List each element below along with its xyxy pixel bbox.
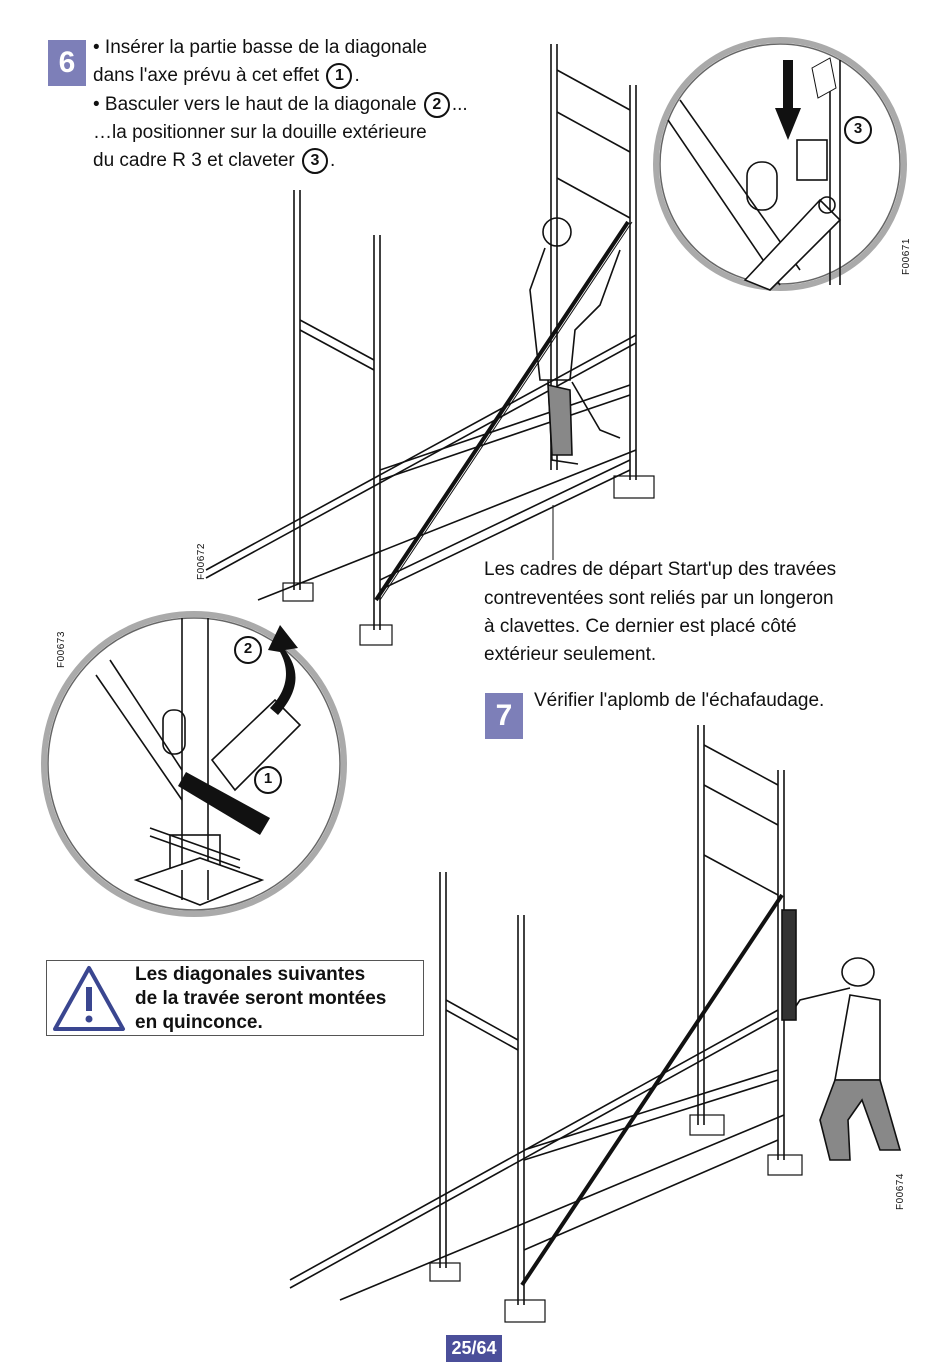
warning-text: Les diagonales suivantes de la travée se… bbox=[135, 963, 386, 1035]
detail-circle-top bbox=[653, 37, 907, 291]
detail-circle-bottom bbox=[41, 611, 347, 917]
step-7-text: Vérifier l'aplomb de l'échafaudage. bbox=[534, 690, 825, 711]
step-6-line-5-text: du cadre R 3 et claveter bbox=[93, 150, 295, 171]
note-line-4: extérieur seulement. bbox=[484, 644, 657, 665]
detail-label-1: 1 bbox=[263, 770, 273, 787]
warning-line-3: en quinconce. bbox=[135, 1012, 263, 1033]
step-6-line-4: …la positionner sur la douille extérieur… bbox=[93, 122, 427, 143]
detail-label-2: 2 bbox=[243, 640, 253, 657]
step-6-line-5: du cadre R 3 et claveter 3. bbox=[93, 147, 335, 174]
note-line-2: contreventées sont reliés par un longero… bbox=[484, 588, 834, 609]
note-line-1: Les cadres de départ Start'up des travée… bbox=[484, 559, 837, 580]
step-6-line-2: dans l'axe prévu à cet effet 1. bbox=[93, 62, 360, 89]
note-line-3: à clavettes. Ce dernier est placé côté bbox=[484, 616, 797, 637]
scaffold-main-illustration bbox=[205, 44, 655, 646]
callout-3-badge: 3 bbox=[302, 147, 328, 174]
scaffold-check-illustration bbox=[289, 725, 902, 1323]
step-6-line-2-text: dans l'axe prévu à cet effet bbox=[93, 65, 320, 86]
callout-1-badge: 1 bbox=[326, 62, 353, 89]
step-6-line-3-text: • Basculer vers le haut de la diagonale bbox=[93, 94, 417, 115]
figure-code-detail-bottom: F00673 bbox=[56, 631, 67, 668]
step-6-line-5-end: . bbox=[330, 150, 336, 171]
figure-code-main-top: F00672 bbox=[196, 543, 207, 580]
step-6-line-2-end: . bbox=[354, 65, 360, 86]
detail-label-3: 3 bbox=[853, 120, 863, 137]
figure-code-main-bottom: F00674 bbox=[895, 1173, 906, 1210]
callout-2-badge: 2 bbox=[423, 91, 450, 118]
step-6-badge: 6 bbox=[48, 40, 86, 86]
step-6-line-3-end: ... bbox=[451, 94, 468, 115]
figure-code-top-right: F00671 bbox=[901, 238, 912, 275]
warning-line-1: Les diagonales suivantes bbox=[135, 964, 366, 985]
step-7-badge: 7 bbox=[485, 693, 523, 739]
warning-triangle-icon bbox=[53, 966, 125, 1031]
page-number: 25/64 bbox=[446, 1335, 502, 1362]
warning-box: Les diagonales suivantes de la travée se… bbox=[46, 960, 424, 1036]
step-6-line-3: • Basculer vers le haut de la diagonale … bbox=[93, 91, 468, 118]
step-6-line-1: • Insérer la partie basse de la diagonal… bbox=[93, 37, 428, 58]
warning-line-2: de la travée seront montées bbox=[135, 988, 387, 1009]
